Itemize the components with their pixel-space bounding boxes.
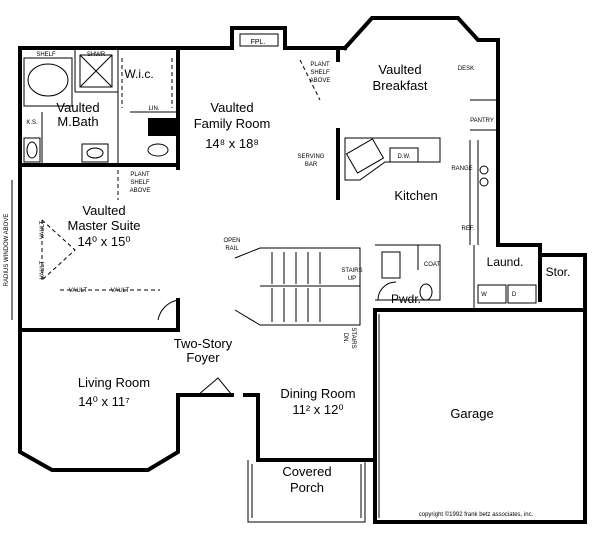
- stairs-dn-line1: STAIRS: [350, 327, 356, 348]
- stairs-dn-line2: DN.: [342, 333, 348, 344]
- dryer-label: D: [512, 292, 517, 298]
- mbath-label-1: Vaulted: [56, 100, 99, 115]
- foyer-label-2: Foyer: [186, 350, 220, 365]
- plant-shelf-2-line3: ABOVE: [310, 78, 331, 84]
- kitchen-label: Kitchen: [394, 188, 437, 203]
- foyer-label-1: Two-Story: [174, 336, 233, 351]
- dining-room-dims: 11² x 12⁰: [292, 402, 343, 417]
- master-suite-dims: 14⁰ x 15⁰: [77, 234, 130, 249]
- knee-space-label: K.S.: [26, 120, 38, 126]
- living-room-label: Living Room: [78, 375, 150, 390]
- plant-shelf-1-line2: SHELF: [130, 180, 150, 186]
- serving-bar-line2: BAR: [305, 162, 318, 168]
- porch-label-1: Covered: [282, 464, 331, 479]
- refrigerator-label: REF.: [461, 226, 474, 232]
- vault-label-b: VAULT: [40, 260, 46, 279]
- family-room-label-2: Family Room: [194, 116, 271, 131]
- linen-label: LIN.: [148, 106, 159, 112]
- pantry-label: PANTRY: [470, 118, 494, 124]
- storage-label: Stor.: [546, 265, 571, 279]
- powder-label: Pwdr.: [391, 292, 421, 306]
- plant-shelf-2-line1: PLANT: [310, 62, 330, 68]
- master-suite-label-1: Vaulted: [82, 203, 125, 218]
- stairs-up-line2: UP: [348, 276, 356, 282]
- stairs-up-line1: STAIRS: [341, 268, 362, 274]
- wic-label: W.i.c.: [124, 67, 153, 81]
- open-rail-line2: RAIL: [225, 246, 239, 252]
- porch-label-2: Porch: [290, 480, 324, 495]
- vault-label-a: VAULT: [40, 220, 46, 239]
- garage-label: Garage: [450, 406, 493, 421]
- serving-bar-line1: SERVING: [298, 154, 325, 160]
- range-label: RANGE: [451, 166, 472, 172]
- dining-room-label: Dining Room: [280, 386, 355, 401]
- living-room-dims: 14⁰ x 11⁷: [78, 394, 130, 409]
- shelf-label: SHELF: [36, 52, 56, 58]
- annotation-labels: FPL. SHELF SHWR LIN. K.S. PLANT SHELF AB…: [4, 39, 534, 518]
- vault-label-d: VAULT: [111, 288, 130, 294]
- mbath-label-2: M.Bath: [57, 114, 98, 129]
- room-labels: Vaulted Family Room 14⁸ x 18⁸ Vaulted Br…: [56, 62, 570, 495]
- dishwasher-label: D.W.: [398, 154, 411, 160]
- laundry-label: Laund.: [487, 255, 524, 269]
- breakfast-label-1: Vaulted: [378, 62, 421, 77]
- washer-label: W: [481, 292, 487, 298]
- vault-label-c: VAULT: [69, 288, 88, 294]
- breakfast-label-2: Breakfast: [373, 78, 428, 93]
- interior-walls: [18, 46, 540, 462]
- open-rail-line1: OPEN: [223, 238, 240, 244]
- plant-shelf-1-line3: ABOVE: [130, 188, 151, 194]
- family-room-dims: 14⁸ x 18⁸: [205, 136, 259, 151]
- shower-label: SHWR: [87, 52, 106, 58]
- plant-shelf-2-line2: SHELF: [310, 70, 330, 76]
- desk-label: DESK: [458, 66, 474, 72]
- family-room-label-1: Vaulted: [210, 100, 253, 115]
- radius-window-label: RADIUS WINDOW ABOVE: [4, 214, 10, 287]
- exterior-walls: [18, 16, 587, 524]
- fireplace-label: FPL.: [251, 39, 266, 46]
- master-suite-label-2: Master Suite: [68, 218, 141, 233]
- plant-shelf-1-line1: PLANT: [130, 172, 150, 178]
- coat-label: COAT: [424, 262, 441, 268]
- copyright-label: copyright ©1992 frank betz associates, i…: [419, 511, 534, 518]
- fixtures: [11, 33, 586, 522]
